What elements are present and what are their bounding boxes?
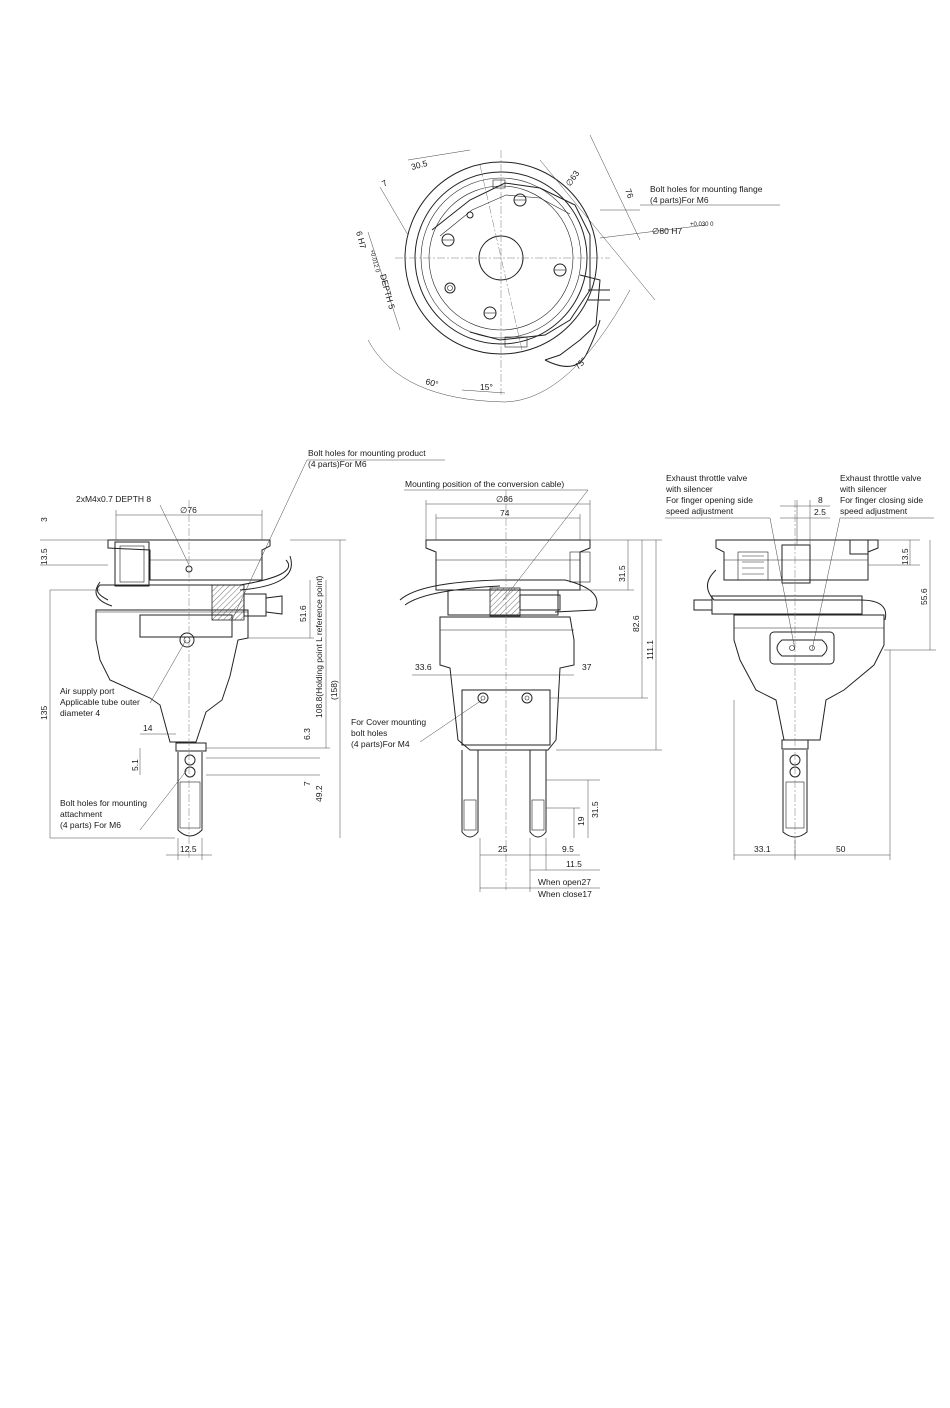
- right-dim-8: 8: [818, 495, 823, 505]
- right-note-exh-open-3: For finger opening side: [666, 495, 753, 505]
- top-view: [367, 134, 780, 403]
- right-dim-13-5: 13.5: [900, 548, 910, 565]
- left-dim-6-3: 6.3: [302, 728, 312, 740]
- front-view: [399, 489, 662, 892]
- front-dim-9-5: 9.5: [562, 844, 574, 854]
- right-dim-2-5: 2.5: [814, 507, 826, 517]
- top-angle-75: 75°: [572, 355, 588, 371]
- left-note-air-3: diameter 4: [60, 708, 100, 718]
- left-note-product-2: (4 parts)For M6: [308, 459, 367, 469]
- left-dim-158: (158): [329, 680, 339, 700]
- left-dim-14: 14: [143, 723, 153, 733]
- front-dim-phi86: ∅86: [496, 494, 513, 504]
- right-note-exh-close-3: For finger closing side: [840, 495, 923, 505]
- front-dim-31-5-top: 31.5: [617, 565, 627, 582]
- front-dim-74: 74: [500, 508, 510, 518]
- top-angle-15: 15°: [480, 382, 493, 392]
- top-dim-phi63: ∅63: [563, 168, 581, 188]
- top-dim-phi80h7: ∅80 H7: [652, 226, 682, 236]
- top-dim-76: 76: [623, 187, 636, 200]
- left-dim-phi76: ∅76: [180, 505, 197, 515]
- left-dim-49-2: 49.2: [314, 785, 324, 802]
- top-dim-phi80h7-tol: +0.030 0: [690, 222, 714, 228]
- left-dim-12-5: 12.5: [180, 844, 197, 854]
- front-dim-11-5: 11.5: [566, 859, 582, 869]
- left-dim-7: 7: [302, 781, 312, 786]
- front-when-close: When close17: [538, 889, 592, 899]
- left-dim-13-5: 13.5: [39, 548, 49, 565]
- front-when-open: When open27: [538, 877, 591, 887]
- front-note-cable: Mounting position of the conversion cabl…: [405, 479, 564, 489]
- top-dim-6h7-tol: +0.012 0: [368, 249, 380, 274]
- right-note-exh-close-1: Exhaust throttle valve: [840, 473, 922, 483]
- right-note-exh-close-4: speed adjustment: [840, 506, 908, 516]
- top-dim-7: 7: [380, 178, 389, 189]
- left-dim-108-8: 108.8(Holding point L reference point): [314, 575, 324, 718]
- front-note-cover-1: For Cover mounting: [351, 717, 426, 727]
- right-dim-50: 50: [836, 844, 846, 854]
- left-note-air-2: Applicable tube outer: [60, 697, 140, 707]
- right-dim-33-1: 33.1: [754, 844, 771, 854]
- front-dim-37: 37: [582, 662, 592, 672]
- front-dim-19: 19: [576, 816, 586, 826]
- right-note-exh-close-2: with silencer: [839, 484, 887, 494]
- top-angle-60: 60°: [424, 376, 439, 389]
- front-dim-33-6: 33.6: [415, 662, 432, 672]
- left-note-attach-2: attachment: [60, 809, 103, 819]
- left-note-attach-3: (4 parts) For M6: [60, 820, 121, 830]
- left-note-air-1: Air supply port: [60, 686, 115, 696]
- front-dim-25: 25: [498, 844, 508, 854]
- flange-bolt-holes: [441, 193, 567, 320]
- top-dim-6h7: 6 H7: [354, 230, 368, 250]
- left-view: [40, 459, 445, 860]
- right-note-exh-open-1: Exhaust throttle valve: [666, 473, 748, 483]
- left-note-m4: 2xM4x0.7 DEPTH 8: [76, 494, 151, 504]
- right-note-exh-open-2: with silencer: [665, 484, 713, 494]
- front-note-cover-2: bolt holes: [351, 728, 387, 738]
- front-dim-111-1: 111.1: [645, 640, 655, 660]
- left-dim-5-1: 5.1: [130, 759, 140, 771]
- left-dim-3: 3: [39, 517, 49, 522]
- front-dim-82-6: 82.6: [631, 615, 641, 632]
- front-note-cover-3: (4 parts)For M4: [351, 739, 410, 749]
- top-dim-30-5: 30.5: [410, 158, 429, 172]
- left-note-product-1: Bolt holes for mounting product: [308, 448, 426, 458]
- right-view: [665, 500, 936, 860]
- front-dim-31-5-bot: 31.5: [590, 801, 600, 818]
- top-dim-depth5: DEPTH 5: [378, 273, 397, 311]
- top-note-flange-2: (4 parts)For M6: [650, 195, 709, 205]
- left-dim-51-6: 51.6: [298, 605, 308, 622]
- right-dim-55-6: 55.6: [919, 588, 929, 605]
- top-note-flange-1: Bolt holes for mounting flange: [650, 184, 763, 194]
- left-note-attach-1: Bolt holes for mounting: [60, 798, 147, 808]
- left-dim-135: 135: [39, 706, 49, 720]
- right-note-exh-open-4: speed adjustment: [666, 506, 734, 516]
